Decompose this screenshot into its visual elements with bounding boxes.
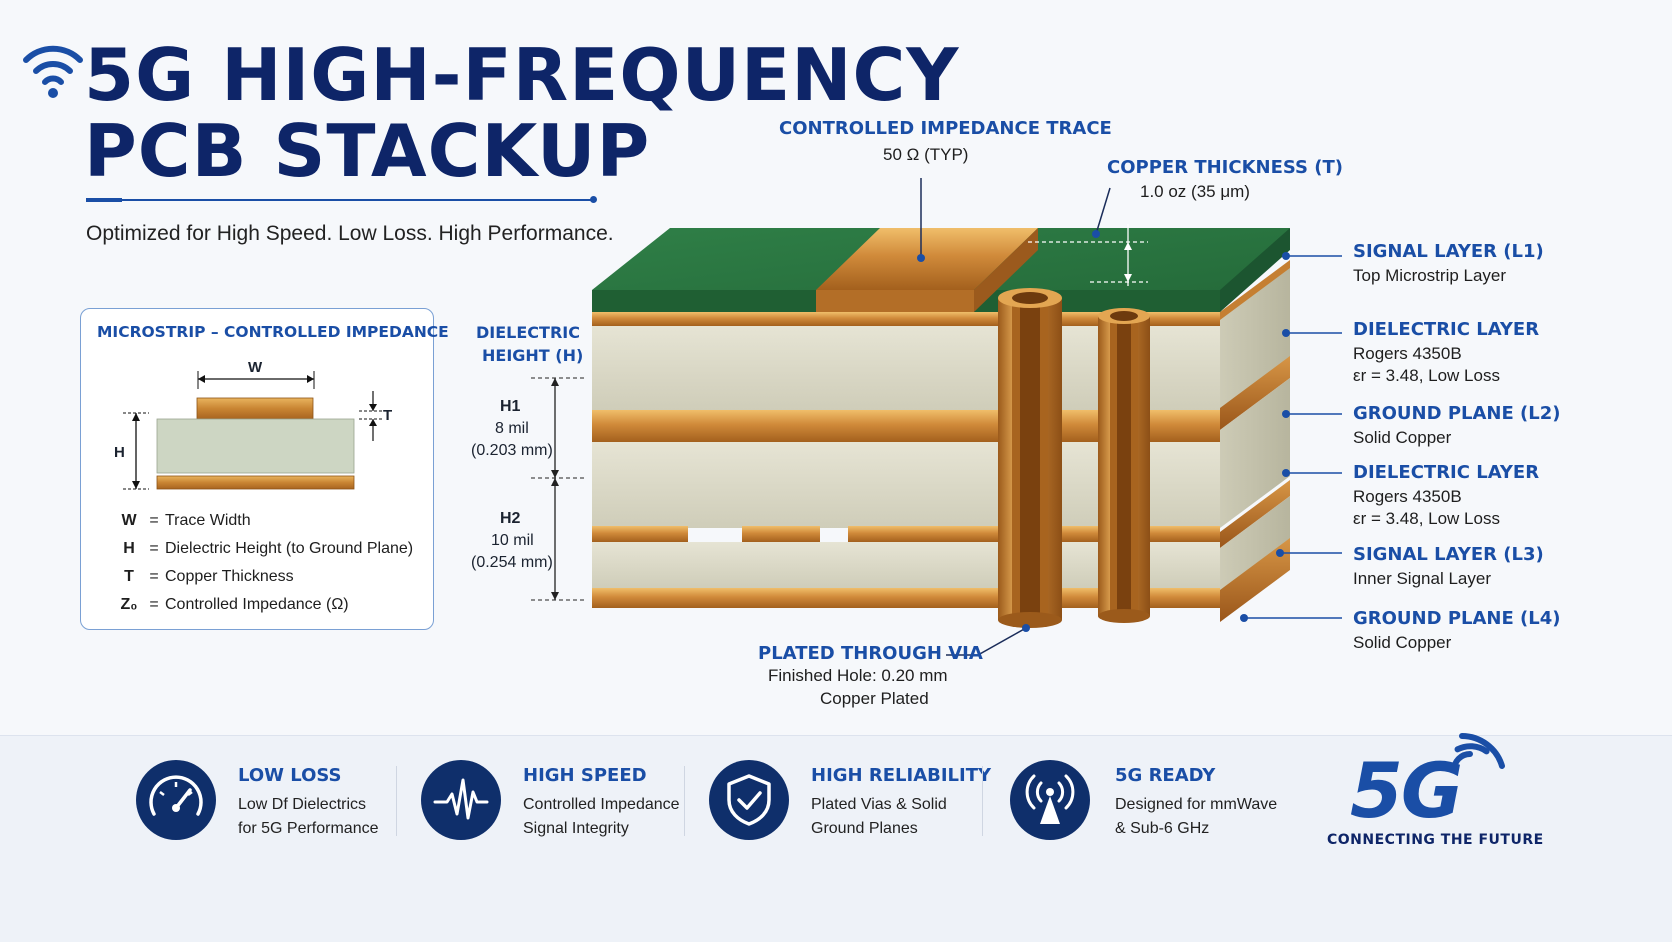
dielectric-height-label-1: DIELECTRIC — [476, 323, 580, 342]
feature-title: HIGH SPEED — [523, 765, 647, 786]
title-underline-accent — [86, 198, 122, 202]
5g-logo: 5G — [1350, 746, 1463, 835]
brand-tagline: CONNECTING THE FUTURE — [1327, 832, 1544, 848]
page-subtitle: Optimized for High Speed. Low Loss. High… — [86, 222, 614, 245]
microstrip-label-h: H — [114, 444, 125, 461]
h1-name: H1 — [500, 398, 521, 415]
signal-waves-icon — [1440, 726, 1510, 791]
feature-title: HIGH RELIABILITY — [811, 765, 992, 786]
feature-line1: Controlled Impedance — [523, 796, 680, 813]
legend-row: T=Copper Thickness — [115, 563, 413, 591]
title-underline — [86, 199, 596, 201]
trace-callout-sub: 50 Ω (TYP) — [883, 145, 969, 164]
legend-desc: Copper Thickness — [165, 568, 294, 585]
layer-callout-title: GROUND PLANE (L2) — [1353, 403, 1561, 424]
feature-divider — [396, 766, 397, 836]
layer-callout-title: SIGNAL LAYER (L3) — [1353, 544, 1544, 565]
layer-callout-dielectric-2: DIELECTRIC LAYER Rogers 4350B εr = 3.48,… — [1353, 462, 1539, 529]
features-bar — [0, 735, 1672, 942]
page-title-line1: 5G HIGH-FREQUENCY — [84, 33, 960, 117]
via-callout-sub2: Copper Plated — [820, 689, 929, 708]
h2-mm: (0.254 mm) — [471, 554, 553, 571]
copper-thickness-callout-title: COPPER THICKNESS (T) — [1107, 157, 1343, 178]
legend-key: W — [121, 512, 137, 529]
h1-mm: (0.203 mm) — [471, 442, 553, 459]
layer-callout-l2: GROUND PLANE (L2) Solid Copper — [1353, 403, 1561, 448]
trace-callout-title: CONTROLLED IMPEDANCE TRACE — [779, 118, 1112, 139]
legend-desc: Dielectric Height (to Ground Plane) — [165, 540, 414, 557]
layer-callout-line: Solid Copper — [1353, 428, 1452, 447]
microstrip-label-t: T — [383, 407, 393, 424]
layer-callout-line: Rogers 4350B — [1353, 344, 1462, 363]
feature-line2: Signal Integrity — [523, 820, 629, 837]
layer-callout-title: SIGNAL LAYER (L1) — [1353, 241, 1544, 262]
feature-divider — [982, 766, 983, 836]
feature-line2: for 5G Performance — [238, 820, 379, 837]
layer-callout-line: Rogers 4350B — [1353, 487, 1462, 506]
shield-check-icon — [709, 760, 789, 840]
legend-key: H — [123, 540, 135, 557]
microstrip-panel-title: MICROSTRIP – CONTROLLED IMPEDANCE — [97, 323, 449, 341]
feature-divider — [684, 766, 685, 836]
feature-line1: Low Df Dielectrics — [238, 796, 367, 813]
microstrip-label-w: W — [248, 359, 263, 376]
legend-row: H=Dielectric Height (to Ground Plane) — [115, 535, 413, 563]
microstrip-legend: W=Trace Width H=Dielectric Height (to Gr… — [115, 507, 414, 619]
legend-desc: Trace Width — [165, 512, 251, 529]
layer-callout-line: Top Microstrip Layer — [1353, 266, 1507, 285]
dielectric-height-dimensions — [531, 377, 587, 601]
layer-callout-line: εr = 3.48, Low Loss — [1353, 366, 1500, 385]
layer-callout-line: Solid Copper — [1353, 633, 1452, 652]
legend-key: T — [124, 568, 134, 585]
feature-line2: Ground Planes — [811, 820, 918, 837]
copper-thickness-callout-sub: 1.0 oz (35 μm) — [1140, 182, 1250, 201]
feature-line1: Designed for mmWave — [1115, 796, 1278, 813]
via-callout-title: PLATED THROUGH VIA — [758, 643, 983, 664]
h1-mil: 8 mil — [495, 420, 529, 437]
dielectric-height-label-2: HEIGHT (H) — [482, 346, 584, 365]
waveform-icon — [421, 760, 501, 840]
legend-row: W=Trace Width — [115, 507, 413, 535]
feature-line2: & Sub-6 GHz — [1115, 820, 1210, 837]
feature-title: 5G READY — [1115, 765, 1216, 786]
feature-line1: Plated Vias & Solid — [811, 796, 947, 813]
speedometer-icon — [136, 760, 216, 840]
layer-callout-title: DIELECTRIC LAYER — [1353, 462, 1540, 483]
layer-callout-l3: SIGNAL LAYER (L3) Inner Signal Layer — [1353, 544, 1544, 589]
h2-mil: 10 mil — [491, 532, 534, 549]
legend-key: Z₀ — [120, 596, 138, 613]
layer-callout-l4: GROUND PLANE (L4) Solid Copper — [1353, 608, 1561, 653]
layer-callout-title: DIELECTRIC LAYER — [1353, 319, 1540, 340]
legend-desc: Controlled Impedance (Ω) — [165, 596, 349, 613]
page-title-line2: PCB STACKUP — [84, 109, 651, 193]
layer-callout-line: Inner Signal Layer — [1353, 569, 1491, 588]
layer-callout-dielectric-1: DIELECTRIC LAYER Rogers 4350B εr = 3.48,… — [1353, 319, 1539, 386]
microstrip-panel: MICROSTRIP – CONTROLLED IMPEDANCE — [80, 308, 449, 630]
wifi-signal-icon — [22, 40, 84, 100]
layer-callout-l1: SIGNAL LAYER (L1) Top Microstrip Layer — [1353, 241, 1544, 286]
microstrip-cross-section-diagram — [123, 371, 384, 490]
layer-callout-line: εr = 3.48, Low Loss — [1353, 509, 1500, 528]
via-callout-sub1: Finished Hole: 0.20 mm — [768, 666, 948, 685]
legend-row: Z₀=Controlled Impedance (Ω) — [115, 591, 413, 619]
layer-callout-title: GROUND PLANE (L4) — [1353, 608, 1561, 629]
title-underline-dot — [590, 196, 597, 203]
antenna-tower-icon — [1010, 760, 1090, 840]
pcb-stackup-illustration — [592, 224, 1290, 628]
feature-title: LOW LOSS — [238, 765, 342, 786]
h2-name: H2 — [500, 510, 521, 527]
